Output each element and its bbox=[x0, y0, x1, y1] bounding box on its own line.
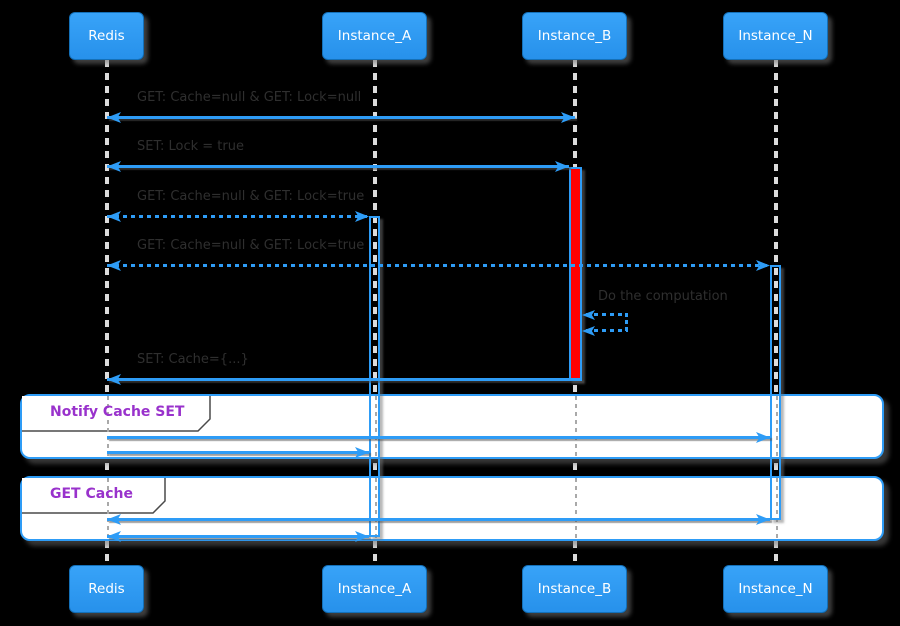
arrow-line bbox=[107, 165, 569, 168]
participant-box-bottom-instance-b: Instance_B bbox=[522, 565, 627, 613]
arrowhead-right-icon bbox=[555, 161, 569, 172]
arrow-notify-to-instance-a bbox=[107, 447, 369, 458]
arrowhead-right-icon bbox=[561, 112, 575, 123]
arrowhead-left-icon bbox=[107, 260, 121, 271]
message-label: GET: Cache=null & GET: Lock=true bbox=[137, 189, 365, 204]
frame-lifeline-instance-a bbox=[375, 478, 377, 539]
participant-box-bottom-redis: Redis bbox=[69, 565, 144, 613]
activation-bar-instance-n bbox=[770, 265, 781, 520]
arrow-get-cache-null-lock-true-n bbox=[107, 260, 770, 271]
activation-bar-instance-a bbox=[369, 216, 380, 537]
frame-lifeline-instance-b bbox=[575, 478, 577, 539]
arrow-get-cache-instance-n bbox=[107, 514, 770, 525]
participant-box-top-redis: Redis bbox=[69, 12, 144, 60]
frame-tab-shape bbox=[22, 396, 211, 432]
lifeline-redis bbox=[105, 60, 109, 565]
message-label: GET: Cache=null & GET: Lock=true bbox=[137, 238, 365, 253]
arrowhead-right-icon bbox=[756, 514, 770, 525]
arrowhead-left-icon bbox=[582, 310, 595, 320]
arrow-line bbox=[107, 451, 369, 454]
frame-title-get-cache: GET Cache bbox=[50, 486, 133, 502]
arrow-line bbox=[107, 378, 582, 381]
frame-lifeline-redis bbox=[107, 478, 109, 539]
frame-lifeline-instance-a bbox=[375, 396, 377, 457]
arrow-get-cache-null-lock-null bbox=[107, 112, 575, 123]
participant-box-top-instance-a: Instance_A bbox=[322, 12, 427, 60]
frame-lifeline-instance-n bbox=[776, 396, 778, 457]
frame-lifeline-redis bbox=[107, 396, 109, 457]
message-label: Do the computation bbox=[598, 289, 728, 304]
arrow-get-cache-instance-a bbox=[107, 531, 369, 542]
frame-notify-cache-set: Notify Cache SET bbox=[20, 394, 884, 459]
arrow-line bbox=[107, 264, 770, 267]
arrowhead-left-icon bbox=[582, 326, 595, 336]
participant-box-bottom-instance-a: Instance_A bbox=[322, 565, 427, 613]
self-message-return-line bbox=[625, 313, 628, 331]
arrowhead-left-icon bbox=[107, 211, 121, 222]
arrow-line bbox=[107, 535, 369, 538]
arrowhead-left-icon bbox=[107, 514, 121, 525]
arrow-set-cache bbox=[107, 374, 582, 385]
frame-lifeline-instance-n bbox=[776, 478, 778, 539]
arrow-get-cache-null-lock-true-a bbox=[107, 211, 369, 222]
arrowhead-right-icon bbox=[355, 211, 369, 222]
message-label: SET: Cache={...} bbox=[137, 352, 249, 367]
message-label: GET: Cache=null & GET: Lock=null bbox=[137, 90, 362, 105]
self-message-bottom-line bbox=[586, 329, 628, 332]
arrow-line bbox=[107, 116, 575, 119]
arrowhead-left-icon bbox=[107, 112, 121, 123]
lifeline-instance-a bbox=[373, 60, 377, 565]
self-message-top-line bbox=[586, 313, 628, 316]
participant-box-bottom-instance-n: Instance_N bbox=[723, 565, 828, 613]
arrowhead-left-icon bbox=[107, 531, 121, 542]
arrowhead-right-icon bbox=[756, 432, 770, 443]
frame-title-notify-cache-set: Notify Cache SET bbox=[50, 404, 185, 420]
arrow-notify-to-instance-n bbox=[107, 432, 770, 443]
frame-get-cache: GET Cache bbox=[20, 476, 884, 541]
arrow-set-lock-true bbox=[107, 161, 569, 172]
frame-lifeline-instance-b bbox=[575, 396, 577, 457]
arrowhead-left-icon bbox=[107, 161, 121, 172]
activation-bar-instance-b bbox=[569, 167, 582, 381]
arrowhead-right-icon bbox=[756, 260, 770, 271]
arrow-line bbox=[107, 518, 770, 521]
arrow-line bbox=[107, 215, 369, 218]
arrow-line bbox=[107, 436, 770, 439]
message-label: SET: Lock = true bbox=[137, 139, 244, 154]
lifeline-instance-n bbox=[774, 60, 778, 565]
arrowhead-right-icon bbox=[355, 447, 369, 458]
participant-box-top-instance-n: Instance_N bbox=[723, 12, 828, 60]
arrowhead-right-icon bbox=[355, 531, 369, 542]
arrowhead-left-icon bbox=[107, 374, 121, 385]
frame-tab-shape bbox=[22, 478, 166, 514]
participant-box-top-instance-b: Instance_B bbox=[522, 12, 627, 60]
